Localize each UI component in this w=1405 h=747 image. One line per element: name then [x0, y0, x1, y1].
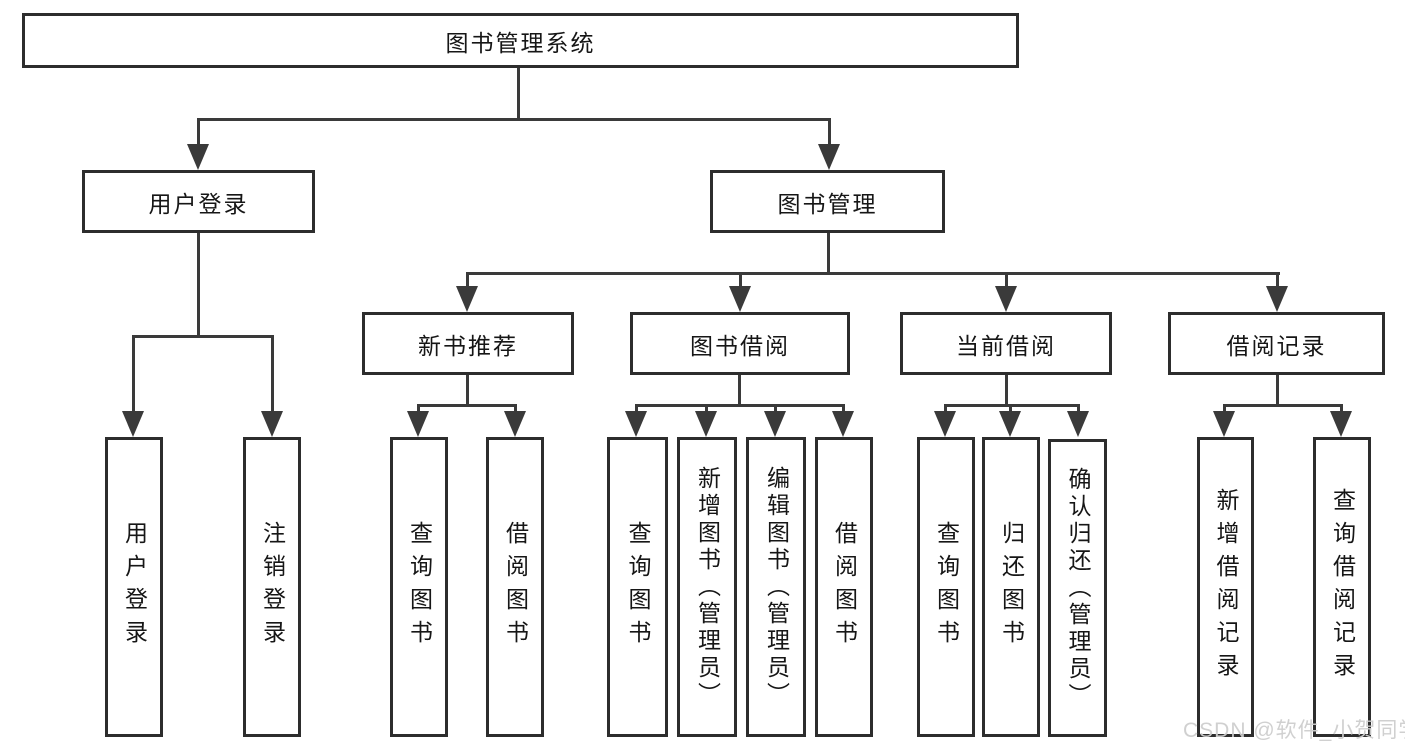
node-label: 查询图书 [406, 521, 433, 653]
leaf-return-books: 归还图书 [982, 437, 1040, 737]
leaf-logout: 注销登录 [243, 437, 301, 737]
connector-stem-book-mgmt [828, 118, 831, 148]
node-label: 查询借阅记录 [1329, 488, 1356, 686]
connector-stem [466, 272, 469, 290]
node-label: 借阅图书 [502, 521, 529, 653]
connector-records-split [1223, 404, 1343, 407]
node-label: 新增图书（管理员） [694, 465, 721, 709]
arrow-down-icon [818, 144, 840, 170]
arrow-down-icon [934, 411, 956, 437]
arrow-down-icon [625, 411, 647, 437]
connector-stem [1005, 272, 1008, 290]
node-label: 确认归还（管理员） [1065, 466, 1091, 710]
leaf-user-login: 用户登录 [105, 437, 163, 737]
node-label: 查询图书 [625, 521, 651, 653]
arrow-down-icon [832, 411, 854, 437]
arrow-down-icon [187, 144, 209, 170]
leaf-query-borrow-record: 查询借阅记录 [1313, 437, 1371, 737]
arrow-down-icon [456, 286, 478, 312]
connector-current-split [944, 404, 1080, 407]
connector-root-drop [517, 68, 520, 121]
connector-stem [1009, 404, 1012, 414]
csdn-watermark: CSDN @软件_小贺同学 [1183, 719, 1405, 742]
node-current-borrow: 当前借阅 [900, 312, 1112, 375]
leaf-confirm-return-admin: 确认归还（管理员） [1048, 439, 1107, 737]
connector-stem [739, 272, 742, 290]
connector-new-books-split [417, 404, 517, 407]
node-label: 用户登录 [148, 190, 249, 217]
arrow-down-icon [504, 411, 526, 437]
node-label: 编辑图书（管理员） [763, 465, 790, 709]
leaf-query-books: 查询图书 [607, 437, 668, 737]
leaf-query-books: 查询图书 [390, 437, 448, 737]
node-borrow-records: 借阅记录 [1168, 312, 1385, 375]
connector-current-drop [1005, 375, 1008, 407]
arrow-down-icon [729, 286, 751, 312]
connector-stem [1077, 404, 1080, 414]
arrow-down-icon [995, 286, 1017, 312]
leaf-add-books-admin: 新增图书（管理员） [677, 437, 737, 737]
node-new-books: 新书推荐 [362, 312, 574, 375]
connector-stem [944, 404, 947, 414]
arrow-down-icon [122, 411, 144, 437]
arrow-down-icon [1330, 411, 1352, 437]
node-label: 新书推荐 [418, 332, 518, 359]
connector-stem [842, 404, 845, 414]
connector-root-split [197, 118, 831, 121]
connector-stem [635, 404, 638, 414]
connector-borrow-split [635, 404, 845, 407]
leaf-add-borrow-record: 新增借阅记录 [1197, 437, 1254, 737]
connector-records-drop [1276, 375, 1279, 407]
leaf-borrow-books: 借阅图书 [486, 437, 544, 737]
arrow-down-icon [1213, 411, 1235, 437]
node-label: 借阅图书 [831, 521, 858, 653]
connector-stem [1223, 404, 1226, 414]
node-label: 用户登录 [121, 521, 148, 653]
connector-stem [705, 404, 708, 414]
node-root: 图书管理系统 [22, 13, 1019, 68]
node-label: 归还图书 [998, 521, 1025, 653]
arrow-down-icon [1067, 411, 1089, 437]
arrow-down-icon [999, 411, 1021, 437]
connector-stem [774, 404, 777, 414]
node-book-mgmt: 图书管理 [710, 170, 945, 233]
connector-book-mgmt-drop [827, 233, 830, 275]
connector-new-books-drop [466, 375, 469, 407]
connector-stem [1276, 272, 1279, 290]
connector-stem [1340, 404, 1343, 414]
connector-user-login-split [132, 335, 274, 338]
arrow-down-icon [1266, 286, 1288, 312]
node-label: 图书借阅 [690, 332, 790, 359]
connector-user-login-drop [197, 233, 200, 337]
connector-stem [417, 404, 420, 414]
arrow-down-icon [764, 411, 786, 437]
leaf-borrow-books: 借阅图书 [815, 437, 873, 737]
node-label: 图书管理 [777, 190, 878, 217]
arrow-down-icon [261, 411, 283, 437]
node-label: 查询图书 [933, 521, 960, 653]
connector-stem [132, 335, 135, 415]
node-label: 注销登录 [259, 521, 286, 653]
arrow-down-icon [407, 411, 429, 437]
connector-stem-user-login [197, 118, 200, 148]
connector-stem [271, 335, 274, 415]
leaf-query-books: 查询图书 [917, 437, 975, 737]
node-label: 新增借阅记录 [1213, 488, 1239, 686]
node-user-login: 用户登录 [82, 170, 315, 233]
node-label: 图书管理系统 [445, 29, 596, 56]
connector-borrow-drop [738, 375, 741, 407]
connector-stem [514, 404, 517, 414]
node-book-borrow: 图书借阅 [630, 312, 850, 375]
arrow-down-icon [695, 411, 717, 437]
connector-book-mgmt-split [466, 272, 1280, 275]
node-label: 借阅记录 [1226, 332, 1327, 359]
node-label: 当前借阅 [956, 332, 1056, 359]
leaf-edit-books-admin: 编辑图书（管理员） [746, 437, 806, 737]
